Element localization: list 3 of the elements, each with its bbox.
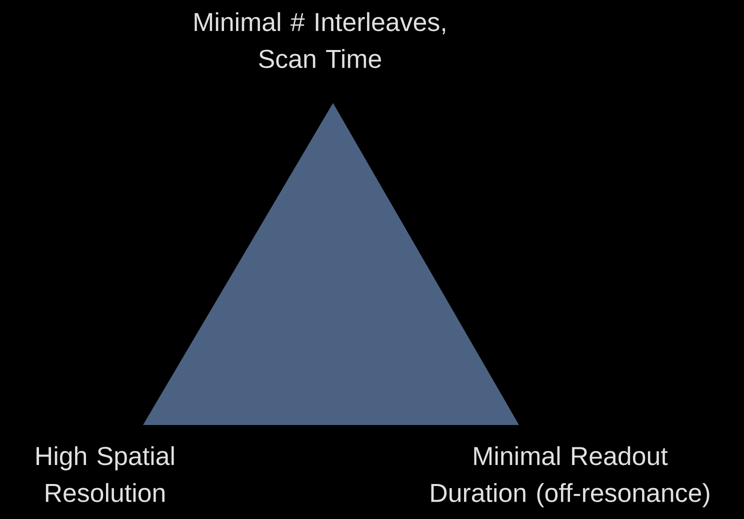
corner-label: Minimal # Interleaves, Scan Time [194, 12, 446, 68]
corner-label: Minimal Readout Duration (off-resonance) [431, 446, 710, 508]
corner-label: High Spatial Resolution [36, 446, 174, 502]
